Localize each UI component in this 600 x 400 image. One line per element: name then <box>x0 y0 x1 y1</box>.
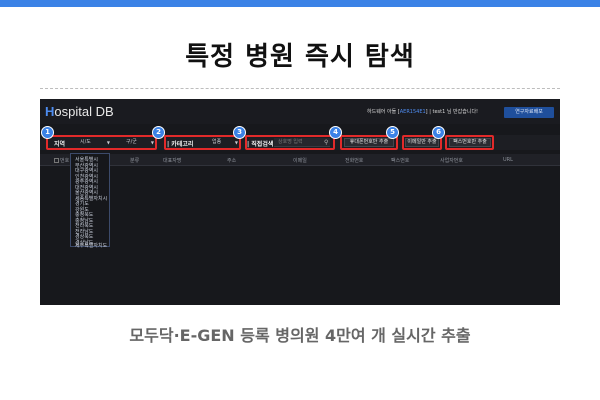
region-dropdown: 서울특별시 부산광역시 대구광역시 인천광역시 광주광역시 대전광역시 울산광역… <box>70 153 110 249</box>
app-logo: Hospital DB <box>45 104 114 119</box>
column-header[interactable]: 번호 <box>60 158 70 164</box>
app-header: Hospital DB 하드웨어 아들 [AER154E1] | test1 님… <box>40 99 560 124</box>
search-icon[interactable]: ⚲ <box>324 139 329 146</box>
select-all-checkbox[interactable] <box>54 158 59 163</box>
column-header[interactable]: URL <box>503 157 513 163</box>
dropdown-item[interactable]: 경상북도 <box>75 234 94 240</box>
chevron-down-icon: ▼ <box>106 140 110 145</box>
app-screenshot: Hospital DB 하드웨어 아들 [AER154E1] | test1 님… <box>40 99 560 305</box>
chevron-down-icon: ▼ <box>150 140 154 145</box>
step-badge-5: 5 <box>386 126 399 139</box>
dropdown-item[interactable]: 서울특별시 <box>75 157 99 163</box>
highlight-region <box>46 135 157 150</box>
column-header[interactable]: 이메일 <box>293 158 307 164</box>
step-badge-3: 3 <box>233 126 246 139</box>
direct-search-label: | 직접검색 <box>247 141 274 148</box>
column-header[interactable]: 팩스번호 <box>391 158 410 164</box>
column-header[interactable]: 주소 <box>227 158 237 164</box>
dropdown-item[interactable]: 대전광역시 <box>75 184 99 191</box>
dropdown-item[interactable]: 광주광역시 <box>75 179 99 185</box>
column-header[interactable]: 전화번호 <box>345 158 364 164</box>
highlight-extract-mobile <box>340 135 398 150</box>
column-header[interactable]: 사업자번호 <box>440 158 464 164</box>
dropdown-item[interactable]: 대구광역시 <box>75 168 99 174</box>
extract-mobile-button[interactable]: 휴대폰번호만 추출 <box>344 138 394 147</box>
step-badge-4: 4 <box>329 126 342 139</box>
step-badge-6: 6 <box>432 126 445 139</box>
dropdown-item[interactable]: 전라남도 <box>75 228 94 235</box>
table-header <box>40 154 560 166</box>
top-accent-bar <box>0 0 600 7</box>
dropdown-item[interactable]: 울산광역시 <box>75 190 99 196</box>
page-title: 특정 병원 즉시 탐색 <box>185 42 415 72</box>
dropdown-item[interactable]: 제주특별자치도 <box>75 243 108 249</box>
dropdown-item[interactable]: 인천광역시 <box>75 173 99 180</box>
title-divider <box>40 88 560 89</box>
hardware-code: AER154E1 <box>399 109 426 115</box>
dropdown-item[interactable]: 전라북도 <box>75 223 94 229</box>
column-header[interactable]: 대표자명 <box>163 158 182 164</box>
step-badge-2: 2 <box>152 126 165 139</box>
region-label: 지역 <box>54 141 66 148</box>
page-subtitle: 모두닥·E-GEN 등록 병의원 4만여 개 실시간 추출 <box>129 326 471 345</box>
chevron-down-icon: ▼ <box>234 140 238 145</box>
highlight-category <box>164 135 241 150</box>
welcome-message: 하드웨어 아들 [AER154E1] | test1 님 반갑습니다! <box>367 109 479 115</box>
dropdown-item[interactable]: 부산광역시 <box>75 162 99 169</box>
dropdown-item[interactable]: 경상남도 <box>75 239 94 246</box>
region-select[interactable]: 시/도▼ <box>80 139 110 145</box>
extract-email-button[interactable]: 이메일만 추출 <box>405 138 439 147</box>
research-data-button[interactable]: 연구자료배포 <box>504 107 554 118</box>
dropdown-item[interactable]: 경기도 <box>75 201 89 207</box>
highlight-extract-email <box>402 135 442 150</box>
district-select[interactable]: 구/군▼ <box>126 139 154 145</box>
highlight-extract-fax <box>445 135 494 150</box>
category-select[interactable]: 업종▼ <box>212 139 238 145</box>
dropdown-item[interactable]: 세종특별자치시 <box>75 195 108 202</box>
dropdown-item[interactable]: 충청북도 <box>75 212 94 218</box>
category-label: | 카테고리 <box>167 141 194 148</box>
column-header[interactable]: 분류 <box>130 158 140 164</box>
search-input[interactable]: 상호명 입력 <box>274 138 330 147</box>
dropdown-item[interactable]: 충청남도 <box>75 217 94 224</box>
step-badge-1: 1 <box>41 126 54 139</box>
extract-fax-button[interactable]: 팩스번호만 추출 <box>449 138 491 147</box>
dropdown-item[interactable]: 강원도 <box>75 206 89 213</box>
highlight-direct-search <box>245 135 335 150</box>
